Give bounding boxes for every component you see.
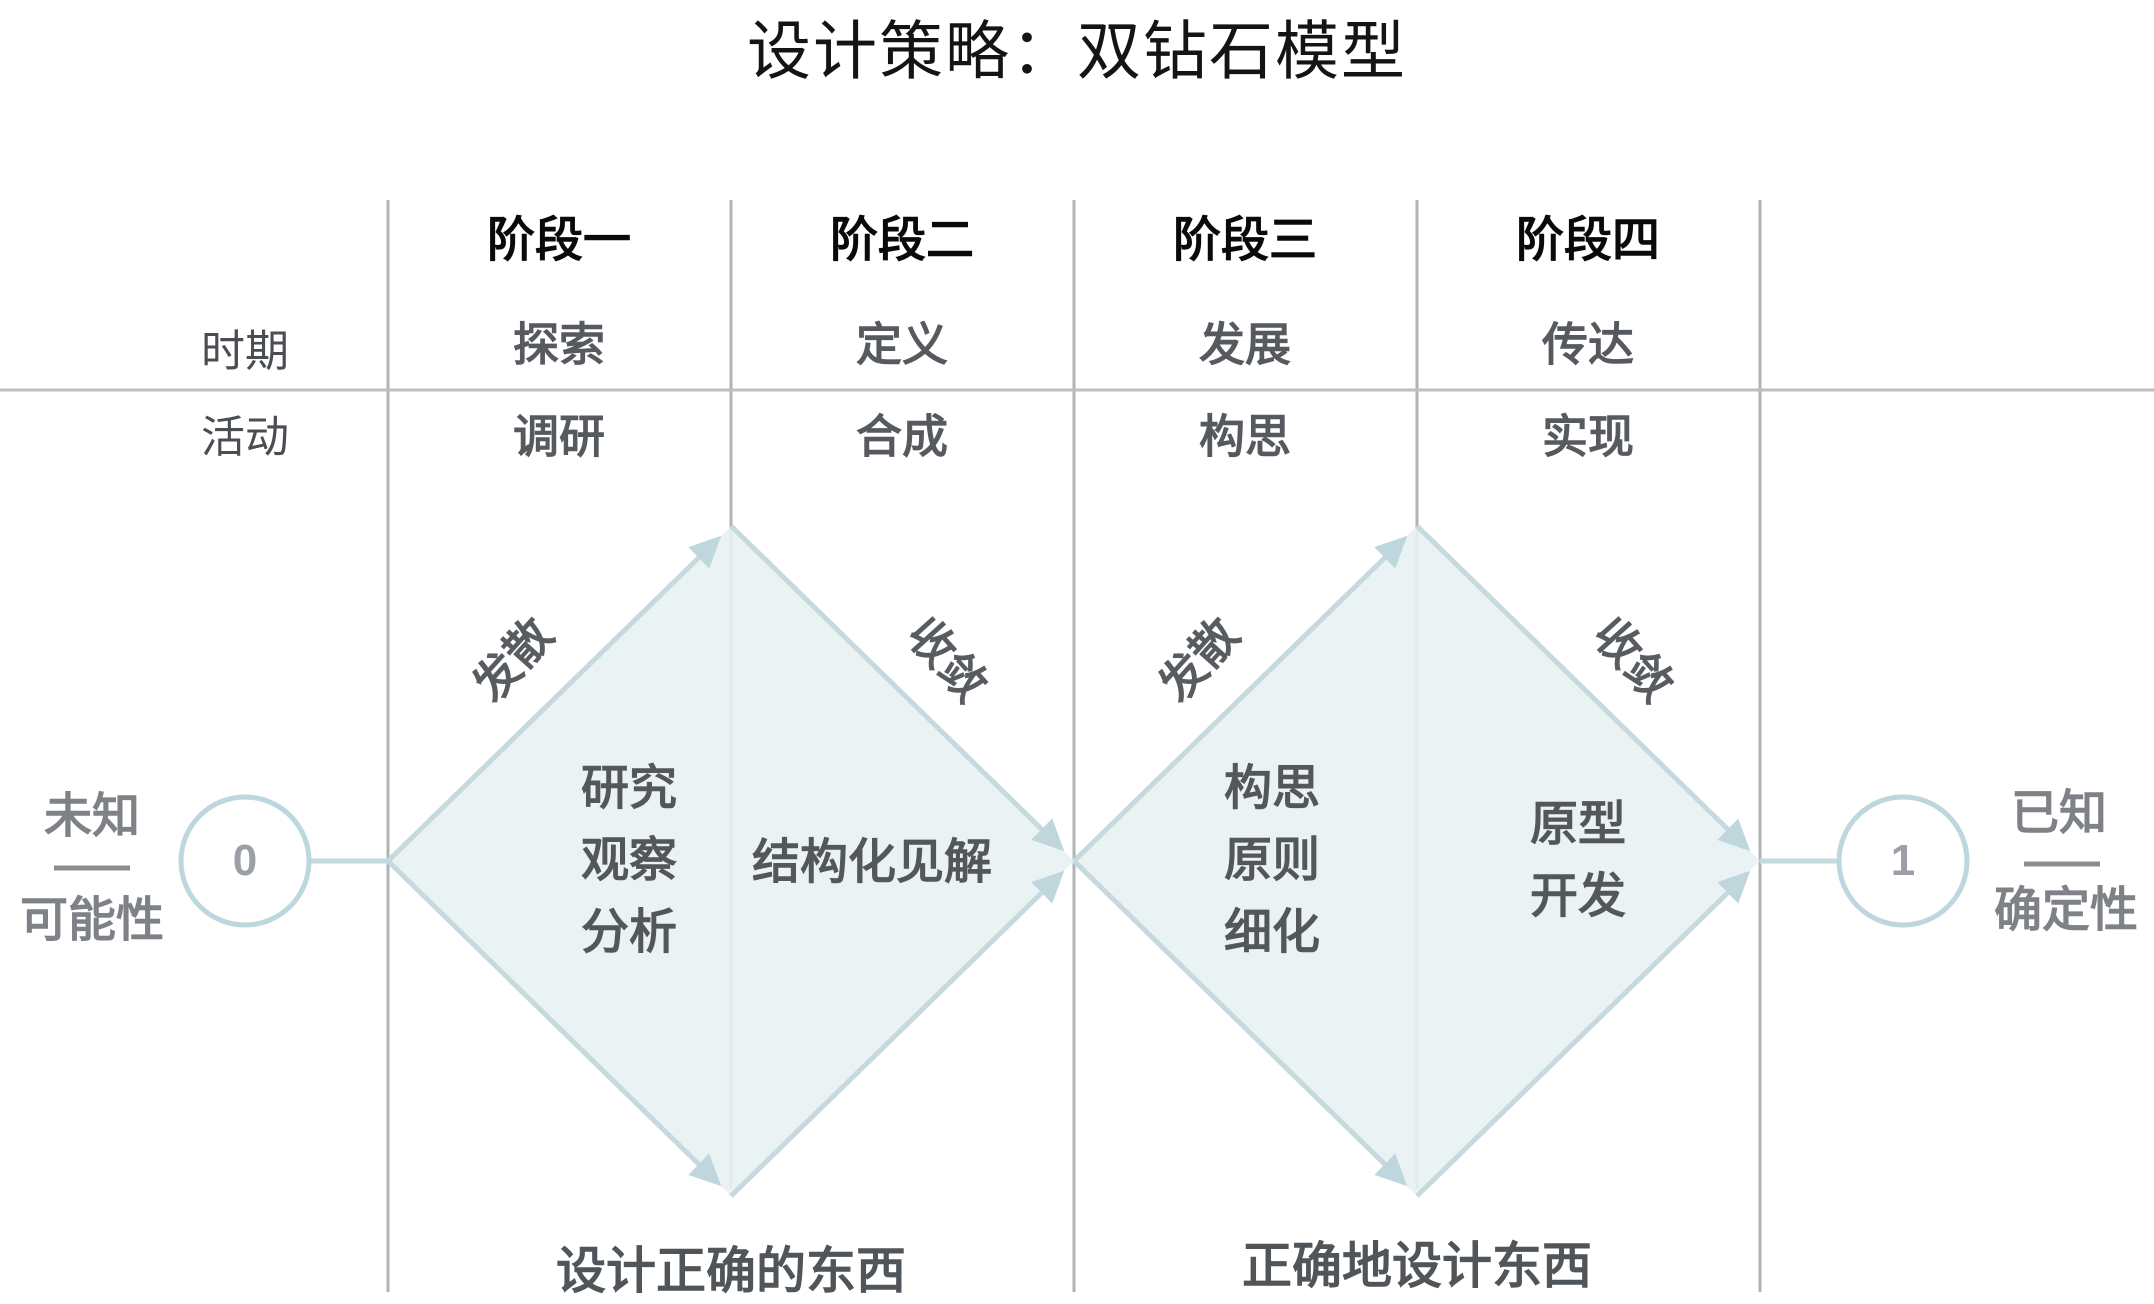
activity-cell-ideate: 构思 [1199, 410, 1291, 463]
end-node-circle [1836, 794, 1970, 928]
activity-cell-implement: 实现 [1542, 410, 1634, 463]
period-cell-develop: 发展 [1199, 318, 1291, 371]
activity-row-label: 活动 [201, 413, 289, 463]
diamond-2-shape [1074, 526, 1760, 1196]
diamond-1-right-text: 结构化见解 [751, 836, 993, 889]
stage-4-header: 阶段四 [1515, 214, 1661, 268]
period-cell-deliver: 传达 [1542, 318, 1634, 371]
stage-3-header: 阶段三 [1172, 214, 1318, 268]
activity-cell-research: 调研 [513, 410, 605, 463]
page-title: 设计策略：双钻石模型 [747, 15, 1407, 88]
period-row-label: 时期 [201, 327, 289, 377]
known-label: 已知 [2010, 787, 2108, 841]
start-node-circle [178, 794, 312, 928]
diamond-2-left-text: 构思 原则 细化 [1223, 762, 1321, 959]
possibility-label: 可能性 [19, 894, 165, 948]
left-dash-divider [54, 865, 130, 871]
diamond-1-arrows [386, 524, 1065, 1198]
certainty-label: 确定性 [1993, 884, 2139, 938]
stage-1-header: 阶段一 [486, 214, 632, 268]
design-right-thing-caption: 设计正确的东西 [556, 1242, 906, 1299]
diamond-2-right-text: 原型 开发 [1529, 798, 1627, 923]
period-cell-explore: 探索 [513, 318, 605, 371]
period-cell-define: 定义 [856, 318, 948, 371]
activity-cell-synthesis: 合成 [856, 410, 948, 463]
right-dash-divider [2024, 861, 2100, 867]
design-thing-right-caption: 正确地设计东西 [1242, 1237, 1592, 1294]
diamond-2-arrows [1072, 524, 1751, 1198]
diamond-1-left-text: 研究 观察 分析 [580, 762, 678, 959]
stage-2-header: 阶段二 [829, 214, 975, 268]
end-node-value: 1 [1890, 836, 1916, 886]
unknown-label: 未知 [43, 790, 141, 844]
start-node-value: 0 [232, 836, 258, 886]
